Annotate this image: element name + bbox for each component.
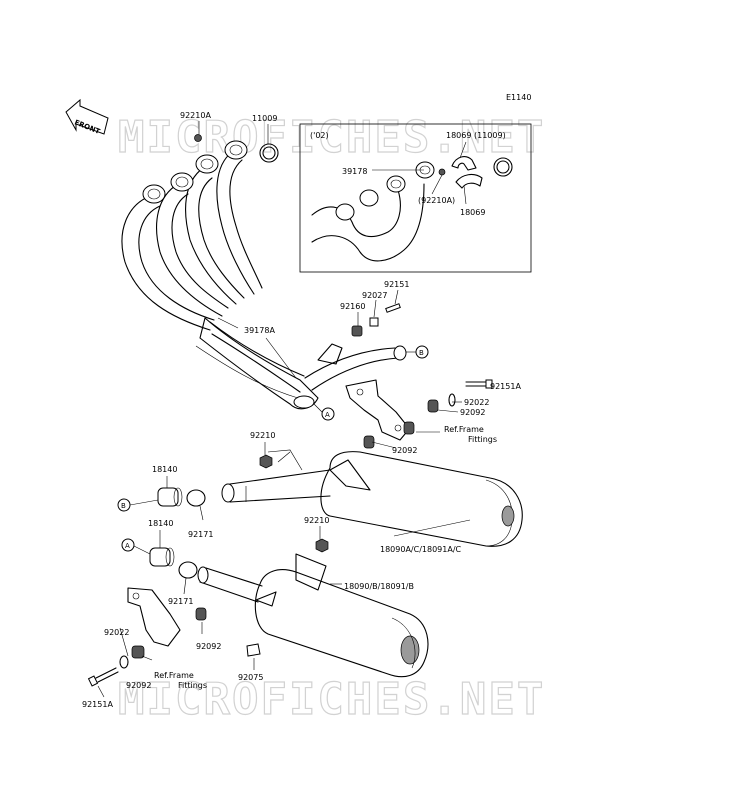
label-92151-top: 92151 [384, 280, 409, 289]
label-92151A-left: 92151A [82, 700, 113, 709]
front-arrow-icon: FRONT [65, 98, 109, 136]
callout-B-upper: B [406, 345, 429, 359]
label-92210-mid: 92210 [250, 431, 275, 440]
muffler-upper [221, 449, 523, 547]
label-ref-frame-right: Ref.Frame [444, 425, 484, 434]
svg-text:B: B [121, 502, 126, 510]
diagram-code: E1140 [506, 93, 531, 102]
label-92092-right-2: 92092 [392, 446, 417, 455]
collars-clamps [149, 454, 329, 657]
label-39178: 39178 [342, 167, 367, 176]
label-11009-top: 11009 [252, 114, 277, 123]
exhaust-header-pipes [121, 140, 407, 410]
left-bracket [87, 587, 207, 687]
callout-A-upper: A [313, 403, 335, 421]
label-92210A-top: 92210A [180, 111, 211, 120]
label-92022-right: 92022 [464, 398, 489, 407]
label-18090: 18090/B/18091/B [344, 582, 414, 591]
part-labels: 92210A 11009 18069 (11009) 39178 (92210A… [82, 111, 521, 709]
nut-92210A [194, 134, 202, 142]
label-92210-low: 92210 [304, 516, 329, 525]
label-18069-b: 18069 [460, 208, 485, 217]
leader-lines [97, 121, 486, 698]
label-92171-a: 92171 [188, 530, 213, 539]
label-39178A: 39178A [244, 326, 275, 335]
svg-text:B: B [419, 349, 424, 357]
label-92092-left-1: 92092 [196, 642, 221, 651]
label-92092-left-2: 92092 [126, 681, 151, 690]
muffler-lower [197, 553, 429, 678]
callout-B-lower: B [117, 498, 159, 512]
svg-text:A: A [325, 411, 330, 419]
watermark-top: MICROFICHES.NET [118, 112, 545, 163]
label-92092-right-1: 92092 [460, 408, 485, 417]
label-92027: 92027 [362, 291, 387, 300]
svg-text:A: A [125, 542, 130, 550]
label-18069-11009: 18069 (11009) [446, 131, 506, 140]
label-18090A: 18090A/C/18091A/C [380, 545, 462, 554]
label-92022-left: 92022 [104, 628, 129, 637]
watermark-bottom: MICROFICHES.NET [118, 674, 545, 725]
label-fittings-left: Fittings [178, 681, 207, 690]
inset-year: ('02) [310, 131, 329, 140]
label-ref-frame-left: Ref.Frame [154, 671, 194, 680]
gasket-11009 [259, 143, 279, 163]
label-fittings-right: Fittings [468, 435, 497, 444]
mount-hardware-top [351, 303, 401, 337]
inset-2002: ('02) [299, 123, 532, 273]
label-92151A-right: 92151A [490, 382, 521, 391]
right-bracket [345, 379, 493, 449]
label-92160: 92160 [340, 302, 365, 311]
label-92171-b: 92171 [168, 597, 193, 606]
callout-A-lower: A [121, 538, 151, 555]
label-18140-b: 18140 [148, 519, 173, 528]
label-18140-a: 18140 [152, 465, 177, 474]
label-92210A-paren: (92210A) [418, 196, 455, 205]
label-92075: 92075 [238, 673, 263, 682]
